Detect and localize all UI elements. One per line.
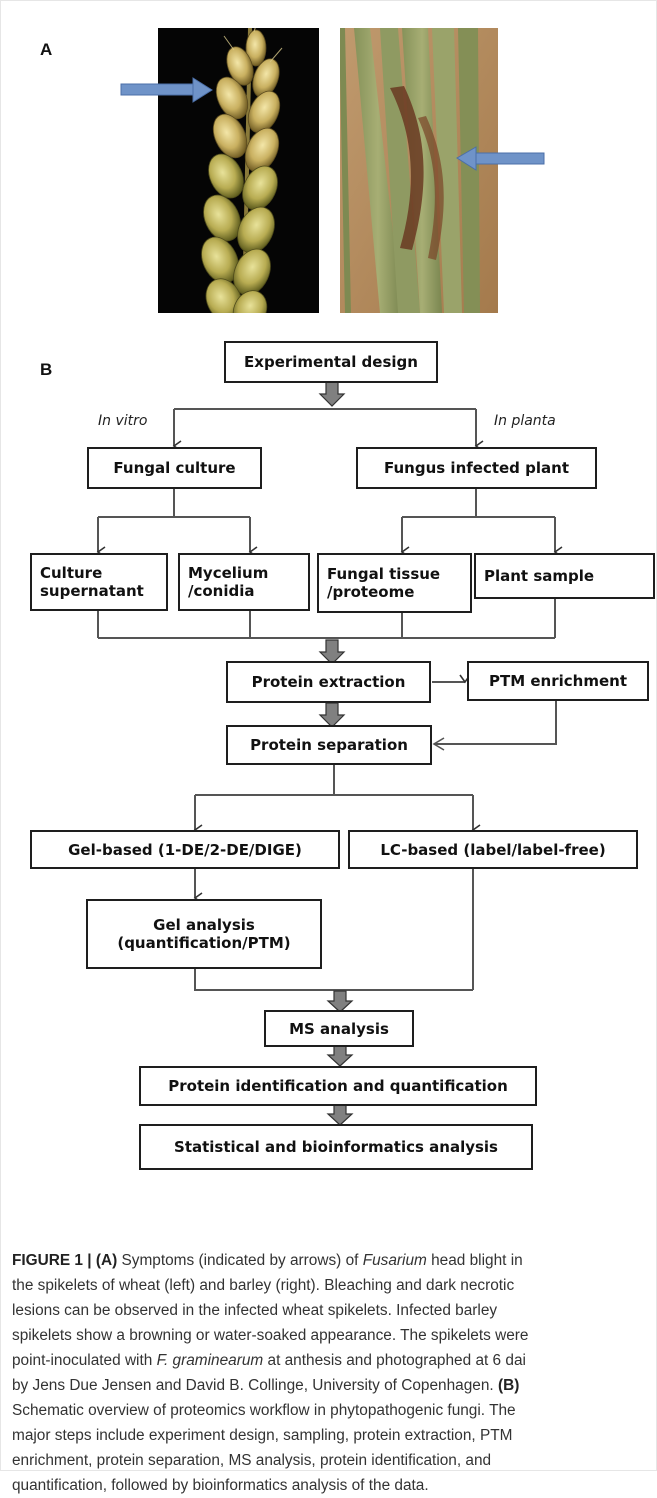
gel-analysis-line-1: Gel analysis xyxy=(153,916,255,934)
caption-italic: Fusarium xyxy=(362,1252,427,1269)
caption-line-2: the spikelets of wheat (left) and barley… xyxy=(12,1277,515,1294)
caption-italic: F. graminearum xyxy=(156,1352,264,1369)
box-fungal-tissue: Fungal tissue/proteome xyxy=(317,553,472,613)
photo-arrows xyxy=(120,77,545,171)
caption-text: Symptoms (indicated by arrows) of xyxy=(117,1252,363,1269)
panel-label-b: B xyxy=(40,360,53,379)
caption-line-9: enrichment, protein separation, MS analy… xyxy=(12,1452,492,1469)
figure-caption: FIGURE 1 | (A) Symptoms (indicated by ar… xyxy=(12,1248,652,1498)
box-fungus-infected-plant: Fungus infected plant xyxy=(356,447,597,489)
caption-line-3: lesions can be observed in the infected … xyxy=(12,1302,498,1319)
caption-line-1: FIGURE 1 | (A) Symptoms (indicated by ar… xyxy=(12,1248,652,1273)
gel-analysis-line-2: (quantification/PTM) xyxy=(117,934,291,952)
down-arrow-5 xyxy=(326,1045,354,1067)
caption-line-6: by Jens Due Jensen and David B. Collinge… xyxy=(12,1373,652,1398)
culture-line-2: supernatant xyxy=(40,582,144,600)
box-ptm-enrichment: PTM enrichment xyxy=(467,661,649,701)
box-gel-analysis: Gel analysis(quantification/PTM) xyxy=(86,899,322,969)
box-fungal-culture: Fungal culture xyxy=(87,447,262,489)
label-in-vitro: In vitro xyxy=(98,413,148,429)
caption-line-8: major steps include experiment design, s… xyxy=(12,1427,513,1444)
barley-spike-photo xyxy=(340,28,498,313)
box-ms-analysis: MS analysis xyxy=(264,1010,414,1047)
caption-text: at anthesis and photographed at 6 dai xyxy=(263,1352,526,1369)
mycelium-line-1: Mycelium xyxy=(188,564,269,582)
flowchart-connectors xyxy=(96,381,563,1126)
box-statistical-analysis: Statistical and bioinformatics analysis xyxy=(139,1124,533,1170)
caption-label-a: FIGURE 1 | (A) xyxy=(12,1252,118,1269)
panel-label-a: A xyxy=(40,40,53,59)
down-arrow-4 xyxy=(326,990,354,1013)
caption-text: point-inoculated with xyxy=(12,1352,157,1369)
caption-line-7: Schematic overview of proteomics workflo… xyxy=(12,1402,516,1419)
caption-line-5: point-inoculated with F. graminearum at … xyxy=(12,1348,652,1373)
label-in-planta: In planta xyxy=(494,413,556,429)
box-gel-based: Gel-based (1-DE/2-DE/DIGE) xyxy=(30,830,340,869)
box-plant-sample: Plant sample xyxy=(474,553,655,599)
box-mycelium-conidia: Mycelium/conidia xyxy=(178,553,310,611)
arrow-barley xyxy=(456,146,545,171)
down-arrow-6 xyxy=(326,1104,354,1126)
wheat-spike-photo xyxy=(158,28,319,313)
box-protein-extraction: Protein extraction xyxy=(226,661,431,703)
mycelium-line-2: /conidia xyxy=(188,582,255,600)
down-arrow-1 xyxy=(318,381,346,407)
box-protein-separation: Protein separation xyxy=(226,725,432,765)
arrow-wheat xyxy=(120,77,213,103)
down-arrow-2 xyxy=(318,639,346,665)
down-arrow-3 xyxy=(318,702,346,728)
fungal-tissue-line-2: /proteome xyxy=(327,583,415,601)
culture-line-1: Culture xyxy=(40,564,103,582)
fungal-tissue-line-1: Fungal tissue xyxy=(327,565,441,583)
caption-label-b: (B) xyxy=(497,1377,520,1394)
caption-text: by Jens Due Jensen and David B. Collinge… xyxy=(12,1377,498,1394)
box-experimental-design: Experimental design xyxy=(224,341,438,383)
caption-text: head blight in xyxy=(426,1252,523,1269)
caption-line-10: quantification, followed by bioinformati… xyxy=(12,1477,429,1494)
box-lc-based: LC-based (label/label-free) xyxy=(348,830,638,869)
box-protein-identification: Protein identification and quantificatio… xyxy=(139,1066,537,1106)
caption-line-4: spikelets show a browning or water-soake… xyxy=(12,1327,529,1344)
